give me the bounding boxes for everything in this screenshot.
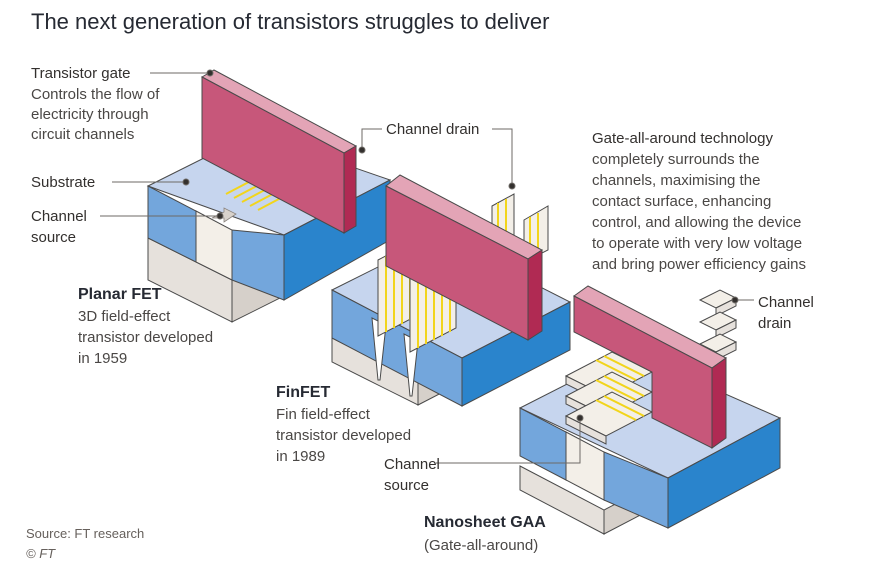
finfet-block: [330, 174, 572, 407]
label-channel-source-1a: Channel: [31, 208, 87, 225]
leader-lines: [100, 69, 754, 464]
gaa-desc-line-1-sub: (Gate-all-around): [424, 537, 539, 554]
finfet-desc-line-2: transistor developed: [276, 427, 412, 444]
gaa-drain-sheet-1b: [715, 297, 737, 317]
gaa-desc-line-6: to operate with very low voltage: [592, 235, 803, 252]
gaa-gate-side: [711, 357, 727, 449]
gaa-block: [518, 285, 782, 535]
label-channel-source-2b: source: [384, 477, 430, 494]
gaa-substrate-side: [667, 417, 781, 529]
label-transistor-gate: Transistor gate: [31, 65, 131, 82]
planar-arrow: [211, 207, 237, 223]
planar-gate-side: [343, 145, 357, 234]
page-title: The next generation of transistors strug…: [31, 9, 550, 34]
gate-desc-line-3: circuit channels: [31, 126, 135, 143]
label-substrate: Substrate: [31, 174, 96, 191]
gaa-desc-line-4: contact surface, enhancing: [592, 193, 772, 210]
leader-source-2: [436, 418, 581, 464]
gaa-name: Nanosheet GAA: [424, 514, 546, 531]
label-channel-source-2a: Channel: [384, 456, 440, 473]
gaa-desc-line-2: completely surrounds the: [592, 151, 760, 168]
label-channel-drain-2b: drain: [758, 315, 792, 332]
leader-drain-1-dot: [358, 146, 366, 154]
copyright-note: © FT: [26, 546, 56, 561]
finfet-desc-line-1: Fin field-effect: [276, 406, 370, 423]
finfet-name: FinFET: [276, 384, 331, 401]
leader-drain-1: [361, 128, 382, 150]
gaa-desc-line-7: and bring power efficiency gains: [592, 256, 807, 273]
finfet-desc-line-3: in 1989: [276, 448, 326, 465]
gaa-source-sheet-3f: [565, 415, 607, 445]
leader-drain-1b-dot: [508, 182, 516, 190]
source-note: Source: FT research: [26, 526, 145, 541]
leader-transistor-gate-dot: [206, 69, 214, 77]
finfet-gate-side: [527, 249, 543, 341]
label-channel-drain-2a: Channel: [758, 294, 814, 311]
label-channel-source-1b: source: [31, 229, 77, 246]
gate-desc-line-2: electricity through: [31, 106, 149, 123]
planar-desc-line-3: in 1959: [78, 350, 128, 367]
leader-drain-1b: [492, 128, 513, 186]
gaa-channel-lines: [595, 355, 645, 421]
gaa-drain-sheet-2b: [715, 319, 737, 339]
gaa-drain-sheets: [698, 289, 738, 361]
leader-source-1-dot: [216, 212, 224, 220]
gaa-desc-line-5: control, and allowing the device: [592, 214, 802, 231]
leader-source-2-dot: [576, 414, 584, 422]
gaa-desc-line-1: Gate-all-around technology: [592, 130, 773, 147]
leader-drain-2-dot: [731, 296, 739, 304]
planar-desc-line-1: 3D field-effect: [78, 308, 171, 325]
gate-desc-line-1: Controls the flow of: [31, 86, 160, 103]
gaa-desc-line-3: channels, maximising the: [592, 172, 761, 189]
planar-desc-line-2: transistor developed: [78, 329, 214, 346]
leader-substrate-dot: [182, 178, 190, 186]
label-channel-drain-1: Channel drain: [386, 121, 480, 138]
planar-fet-block: [146, 69, 392, 323]
planar-fet-name: Planar FET: [78, 286, 162, 303]
